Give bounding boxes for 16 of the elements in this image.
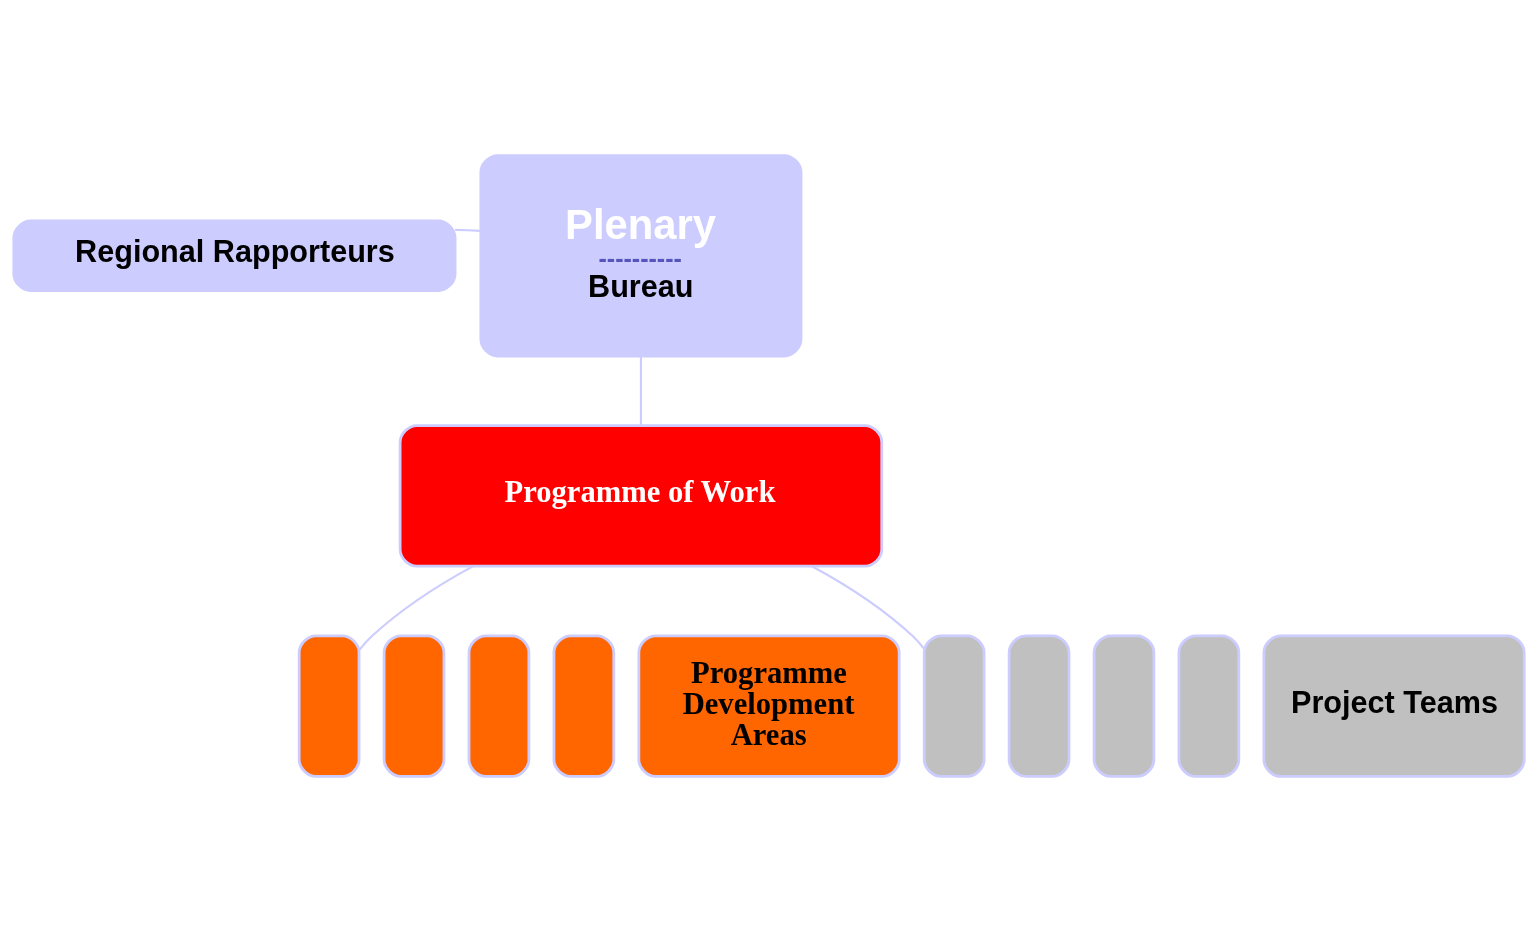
connector <box>455 228 481 232</box>
connector <box>811 564 925 649</box>
node-box <box>467 633 531 778</box>
node-box: Programme of Work <box>398 423 884 568</box>
node-box <box>297 633 361 778</box>
node-box: Regional Rapporteurs <box>12 219 457 292</box>
node-box <box>1092 633 1156 778</box>
node-box <box>1177 633 1241 778</box>
connector <box>358 565 474 651</box>
node-box: Project Teams <box>1262 633 1526 778</box>
node-box: Programme Development Areas <box>637 633 901 778</box>
node-box <box>922 633 986 778</box>
connector <box>639 355 642 426</box>
node-box <box>1007 633 1071 778</box>
node-box <box>552 633 616 778</box>
node-box <box>382 633 446 778</box>
